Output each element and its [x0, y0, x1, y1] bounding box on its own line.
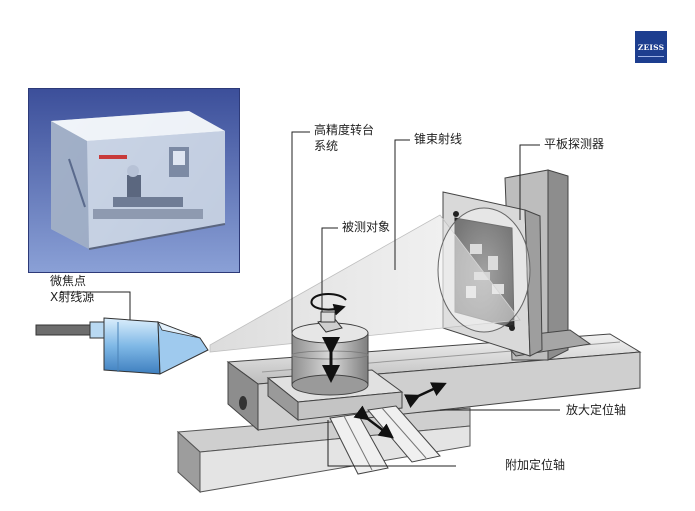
label-flat-panel: 平板探测器	[544, 137, 605, 151]
cone-beam	[209, 207, 531, 353]
photo-drawing	[29, 89, 239, 272]
label-xray-source-2: X射线源	[50, 290, 95, 304]
rotation-arrow	[310, 293, 347, 316]
label-test-object: 被测对象	[342, 220, 391, 234]
additional-axis-arrow	[353, 405, 394, 439]
label-xray-source-1: 微焦点	[50, 274, 87, 288]
ct-machine-photo	[28, 88, 240, 273]
zeiss-logo: ZEISS	[635, 31, 667, 63]
rotary-table	[291, 311, 369, 396]
label-rotary-stage-1: 高精度转台	[314, 123, 375, 137]
label-cone-beam: 锥束射线	[414, 132, 463, 146]
label-magnification-axis: 放大定位轴	[566, 403, 627, 417]
leader-lines	[60, 131, 560, 467]
label-rotary-stage-2: 系统	[314, 139, 339, 153]
label-additional-axis: 附加定位轴	[505, 458, 566, 472]
magnification-axis-arrow	[404, 382, 447, 408]
xray-source	[35, 317, 209, 375]
logo-text: ZEISS	[637, 42, 665, 52]
